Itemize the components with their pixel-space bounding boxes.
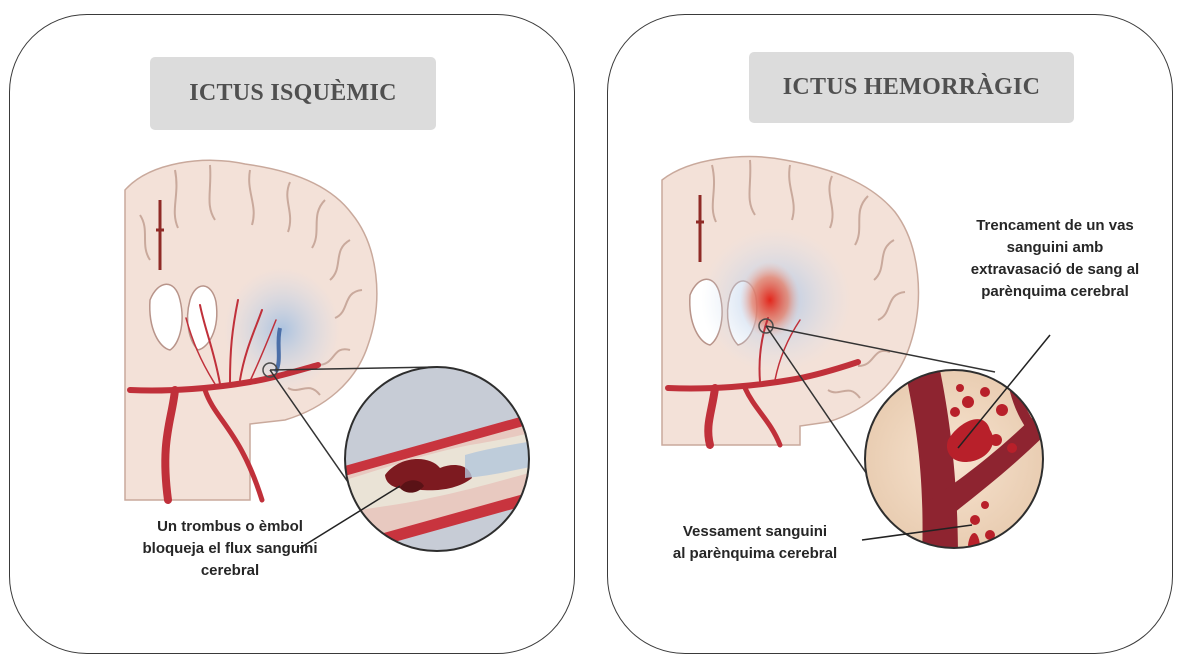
caption-line: Trencament de un vas [940, 215, 1170, 237]
ischemic-stroke-title: ICTUS ISQUÈMIC [150, 57, 436, 130]
caption-line: bloqueja el flux sanguini [110, 538, 350, 560]
caption-line: Vessament sanguini [640, 521, 870, 543]
caption-line: cerebral [110, 560, 350, 582]
caption-line: parènquima cerebral [940, 281, 1170, 303]
ischemic-brain-illustration [125, 160, 545, 560]
caption-line: Un trombus o èmbol [110, 516, 350, 538]
caption-line: al parènquima cerebral [640, 543, 870, 565]
zoom-view-ruptured-vessel [865, 370, 1050, 560]
zoom-view-artery [330, 360, 545, 560]
ischemic-caption: Un trombus o èmbol bloqueja el flux sang… [110, 516, 350, 582]
hemorrhagic-stroke-title: ICTUS HEMORRÀGIC [749, 52, 1074, 123]
blood-spill-caption: Vessament sanguini al parènquima cerebra… [640, 521, 870, 565]
vessel-rupture-caption: Trencament de un vas sanguini amb extrav… [940, 215, 1170, 303]
caption-line: extravasació de sang al [940, 259, 1170, 281]
caption-line: sanguini amb [940, 237, 1170, 259]
